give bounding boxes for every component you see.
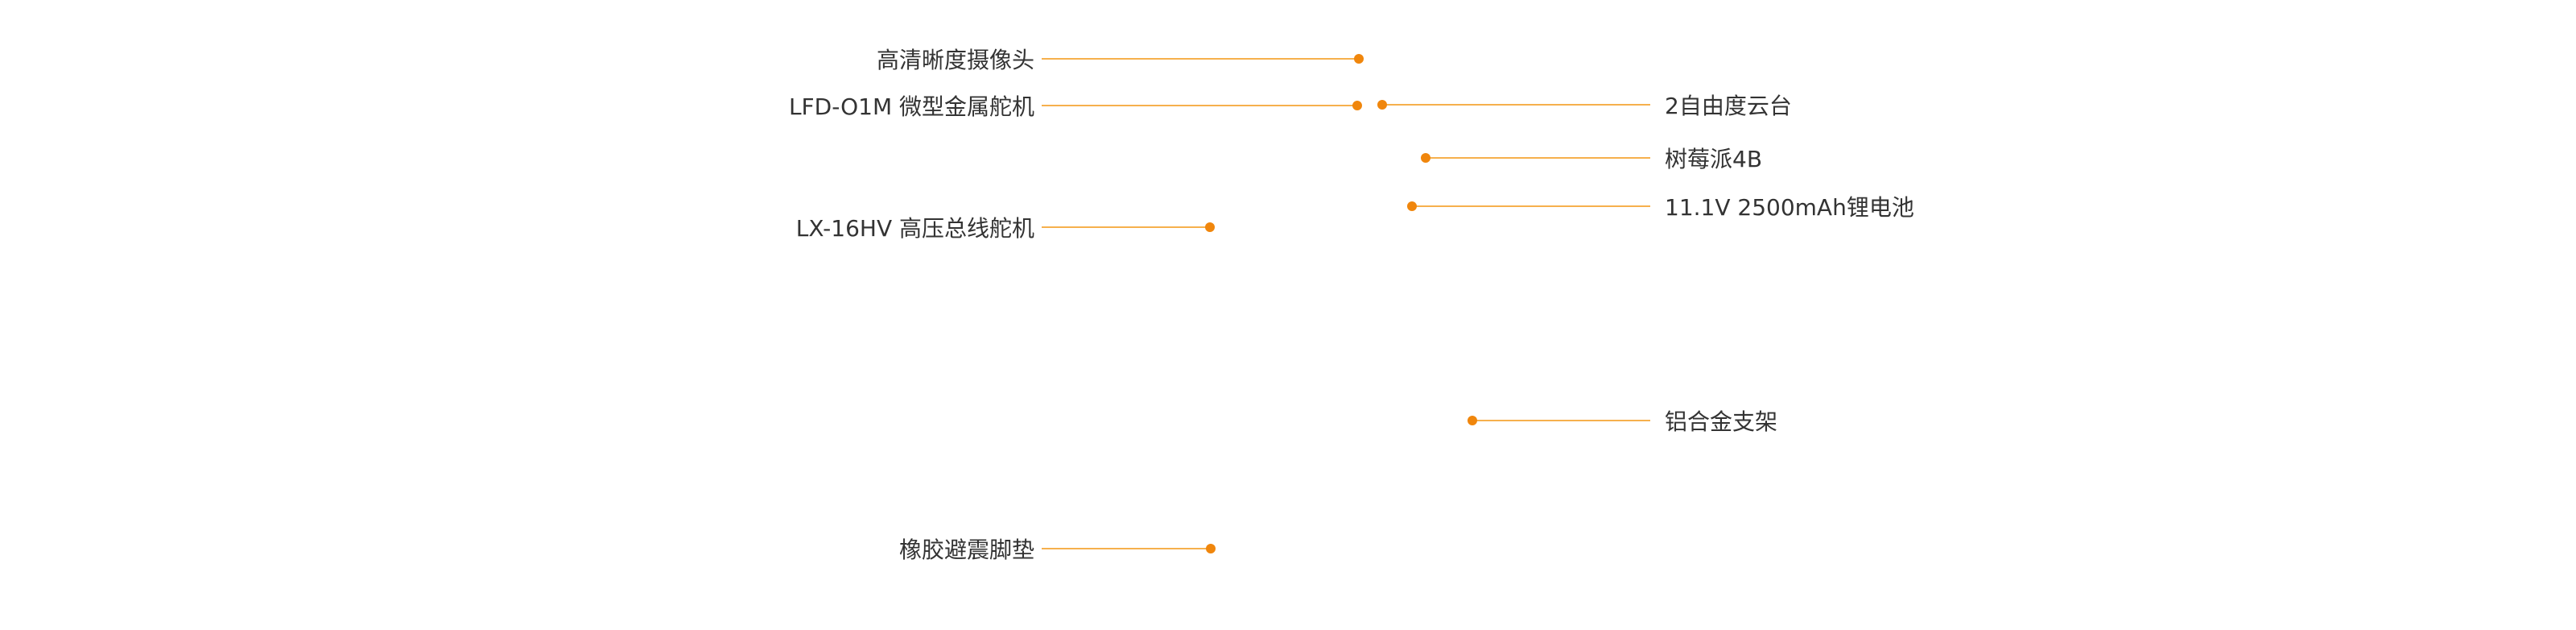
callout-bus-servo: LX-16HV 高压总线舵机 [796, 215, 1215, 242]
anchor-dot-rubber-pad [1206, 544, 1216, 553]
callout-label-hd-camera: 高清晰度摄像头 [877, 47, 1034, 73]
callout-label-raspberry-pi: 树莓派4B [1665, 146, 1762, 172]
anchor-dot-gimbal [1377, 100, 1387, 110]
callout-label-bracket: 铝合金支架 [1665, 408, 1777, 435]
anchor-dot-micro-servo [1352, 101, 1362, 110]
callout-hd-camera: 高清晰度摄像头 [877, 47, 1364, 73]
callout-label-rubber-pad: 橡胶避震脚垫 [899, 537, 1034, 563]
callout-micro-servo: LFD-O1M 微型金属舵机 [789, 93, 1362, 120]
callout-raspberry-pi: 树莓派4B [1421, 146, 1762, 172]
callout-label-micro-servo: LFD-O1M 微型金属舵机 [789, 93, 1034, 120]
callout-bracket: 铝合金支架 [1468, 408, 1777, 435]
callout-label-gimbal: 2自由度云台 [1665, 93, 1792, 119]
anchor-dot-raspberry-pi [1421, 153, 1430, 163]
callout-battery: 11.1V 2500mAh锂电池 [1407, 194, 1914, 221]
anchor-dot-hd-camera [1354, 54, 1364, 64]
callout-label-battery: 11.1V 2500mAh锂电池 [1665, 194, 1914, 221]
anchor-dot-bracket [1468, 416, 1477, 425]
anchor-dot-bus-servo [1205, 222, 1215, 232]
callout-rubber-pad: 橡胶避震脚垫 [899, 537, 1216, 563]
callout-gimbal: 2自由度云台 [1377, 93, 1792, 119]
callout-label-bus-servo: LX-16HV 高压总线舵机 [796, 215, 1034, 242]
anchor-dot-battery [1407, 201, 1417, 211]
